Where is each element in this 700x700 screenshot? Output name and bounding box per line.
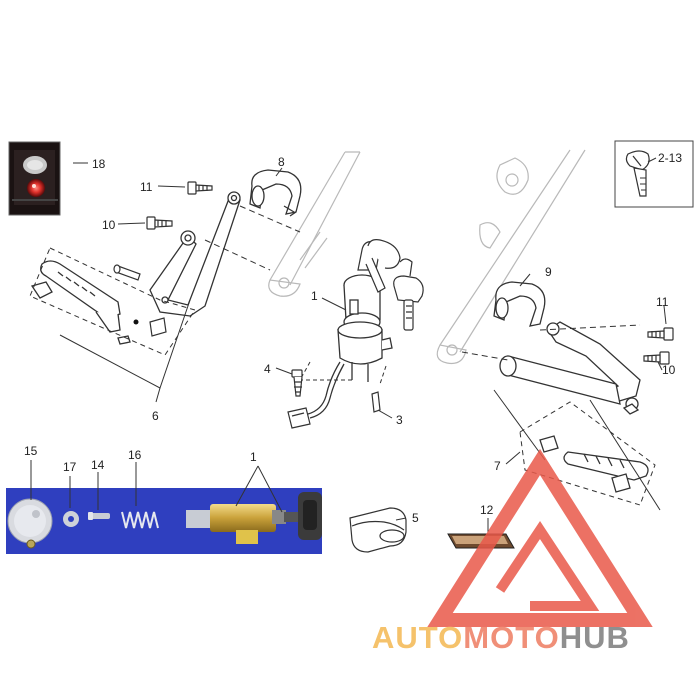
clamp-8 xyxy=(249,169,302,217)
lock-cap-15 xyxy=(7,498,53,549)
callout-8: 8 xyxy=(278,155,285,169)
callout-10-right: 10 xyxy=(662,363,676,377)
callout-16: 16 xyxy=(128,448,142,462)
ignition-connector xyxy=(287,407,311,429)
bolt-10-right xyxy=(643,351,670,365)
left-footpeg xyxy=(30,260,131,345)
callout-1-bottom: 1 xyxy=(250,450,257,464)
callout-14: 14 xyxy=(91,458,105,472)
callout-3: 3 xyxy=(396,413,403,427)
left-dashed-box xyxy=(29,247,196,356)
washer-17 xyxy=(63,511,79,527)
left-footrest-bracket xyxy=(149,191,241,317)
callout-11-left: 11 xyxy=(140,180,153,194)
callout-7: 7 xyxy=(494,459,501,473)
callout-5: 5 xyxy=(412,511,419,525)
callout-6: 6 xyxy=(152,409,159,423)
callout-10-left: 10 xyxy=(102,218,116,232)
callout-18: 18 xyxy=(92,157,106,171)
callout-9: 9 xyxy=(545,265,552,279)
part-5-bushing xyxy=(349,507,407,553)
ignition-key-1 xyxy=(357,239,401,293)
lock-cylinder-photo xyxy=(186,492,322,544)
ignition-lock-1 xyxy=(337,274,393,382)
callout-labels: 18 11 8 10 1 4 3 6 2-13 9 11 10 7 15 17 … xyxy=(24,151,682,525)
watermark-hub: HUB xyxy=(560,620,630,655)
ignition-key-2 xyxy=(393,258,424,331)
callout-11-right: 11 xyxy=(656,295,669,309)
tail-light-photo xyxy=(8,141,61,216)
spring-16 xyxy=(121,511,159,529)
bolt-11-right xyxy=(647,327,674,341)
callout-17: 17 xyxy=(63,460,77,474)
pin-3 xyxy=(371,391,381,413)
callout-15: 15 xyxy=(24,444,38,458)
right-footpeg xyxy=(539,435,649,493)
key-inset-2-13 xyxy=(614,140,694,208)
watermark-moto: MOTO xyxy=(463,620,559,655)
left-peg-pin xyxy=(113,264,141,281)
screw-4 xyxy=(291,369,303,397)
right-footrest-bracket xyxy=(499,321,641,415)
left-peg-clip xyxy=(149,317,167,337)
watermark-auto: AUTO xyxy=(372,620,463,655)
ignition-wire xyxy=(307,361,345,419)
dash-link-left xyxy=(204,205,301,271)
watermark-triangle-icon xyxy=(427,448,653,627)
callout-4: 4 xyxy=(264,362,271,376)
right-leader-line xyxy=(493,389,661,511)
bolt-11-left xyxy=(187,181,213,195)
leader-lines xyxy=(30,157,667,532)
callout-2-13: 2-13 xyxy=(658,151,682,165)
photo-panel xyxy=(6,488,322,554)
left-peg-dot xyxy=(133,319,139,325)
frame-right xyxy=(436,149,586,365)
callout-12: 12 xyxy=(480,503,494,517)
right-dashed-box xyxy=(519,401,656,506)
dash-link-right xyxy=(461,324,641,361)
frame-left xyxy=(268,151,361,297)
bolt-10-left xyxy=(146,216,173,230)
clamp-9 xyxy=(493,281,546,327)
watermark-logo xyxy=(427,448,653,627)
watermark-inner-a xyxy=(495,520,600,611)
pin-14 xyxy=(88,512,110,520)
callout-1-top: 1 xyxy=(311,289,318,303)
watermark-text: AUTOMOTOHUB xyxy=(372,620,630,655)
